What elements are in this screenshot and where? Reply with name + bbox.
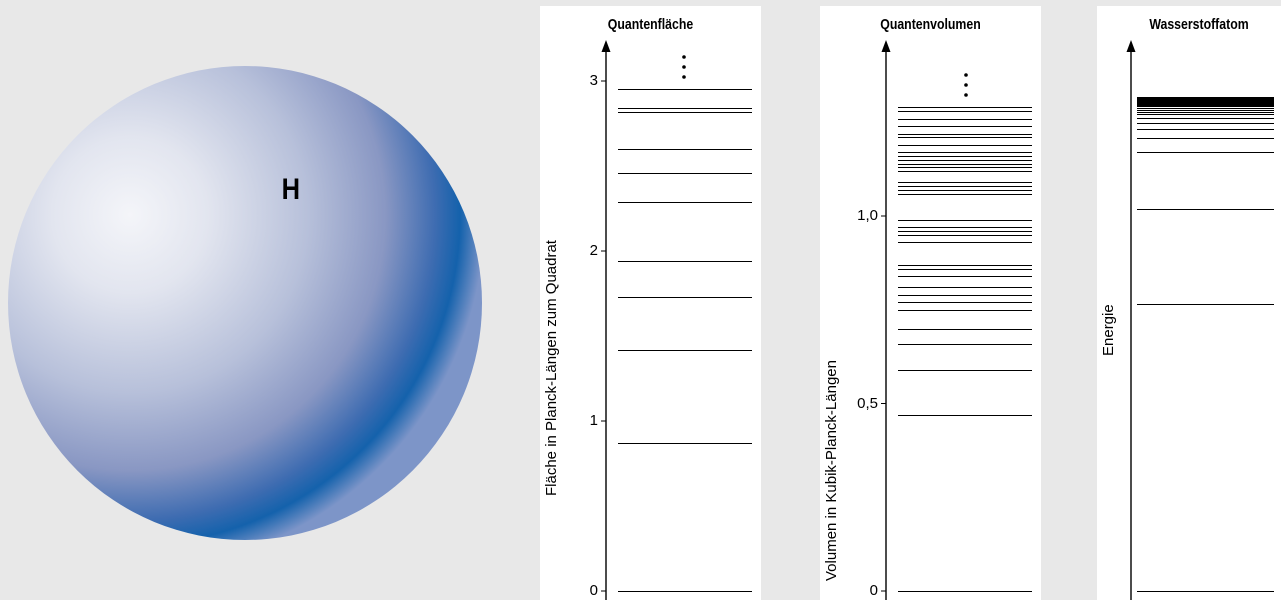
y-axis-arrow <box>601 40 611 52</box>
chart-plot <box>881 40 1032 600</box>
chart-plot <box>1126 40 1274 600</box>
y-tick-label: 2 <box>589 242 598 259</box>
y-tick-label: 0 <box>589 582 598 599</box>
continuation-dot <box>682 75 686 79</box>
continuation-dot <box>964 93 968 97</box>
y-axis-arrow <box>881 40 891 52</box>
continuation-dot <box>964 83 968 87</box>
y-axis-arrow <box>1126 40 1136 52</box>
chart-title: Quantenvolumen <box>880 16 981 33</box>
sphere-illustration <box>8 66 482 540</box>
chart-panel-quantenvolumen: Quantenvolumen Volumen in Kubik-Planck-L… <box>820 6 1041 600</box>
y-tick-label: 3 <box>589 72 598 89</box>
chart-panel-wasserstoffatom: Wasserstoffatom Energie <box>1097 6 1281 600</box>
continuation-dot <box>964 73 968 77</box>
chart-title: Wasserstoffatom <box>1149 16 1249 33</box>
y-tick-label: 1,0 <box>857 207 878 224</box>
continuation-dot <box>682 55 686 59</box>
chart-title: Quantenfläche <box>607 16 694 33</box>
sphere-label: H <box>281 173 301 206</box>
chart-plot <box>601 40 752 600</box>
y-tick-label: 1 <box>589 412 598 429</box>
y-tick-label: 0,5 <box>857 394 878 412</box>
sphere <box>8 66 482 540</box>
chart-panel-quantenflaeche: Quantenfläche Fläche in Planck-Längen zu… <box>540 6 761 600</box>
y-tick-label: 0 <box>869 582 878 599</box>
continuation-dot <box>682 65 686 69</box>
